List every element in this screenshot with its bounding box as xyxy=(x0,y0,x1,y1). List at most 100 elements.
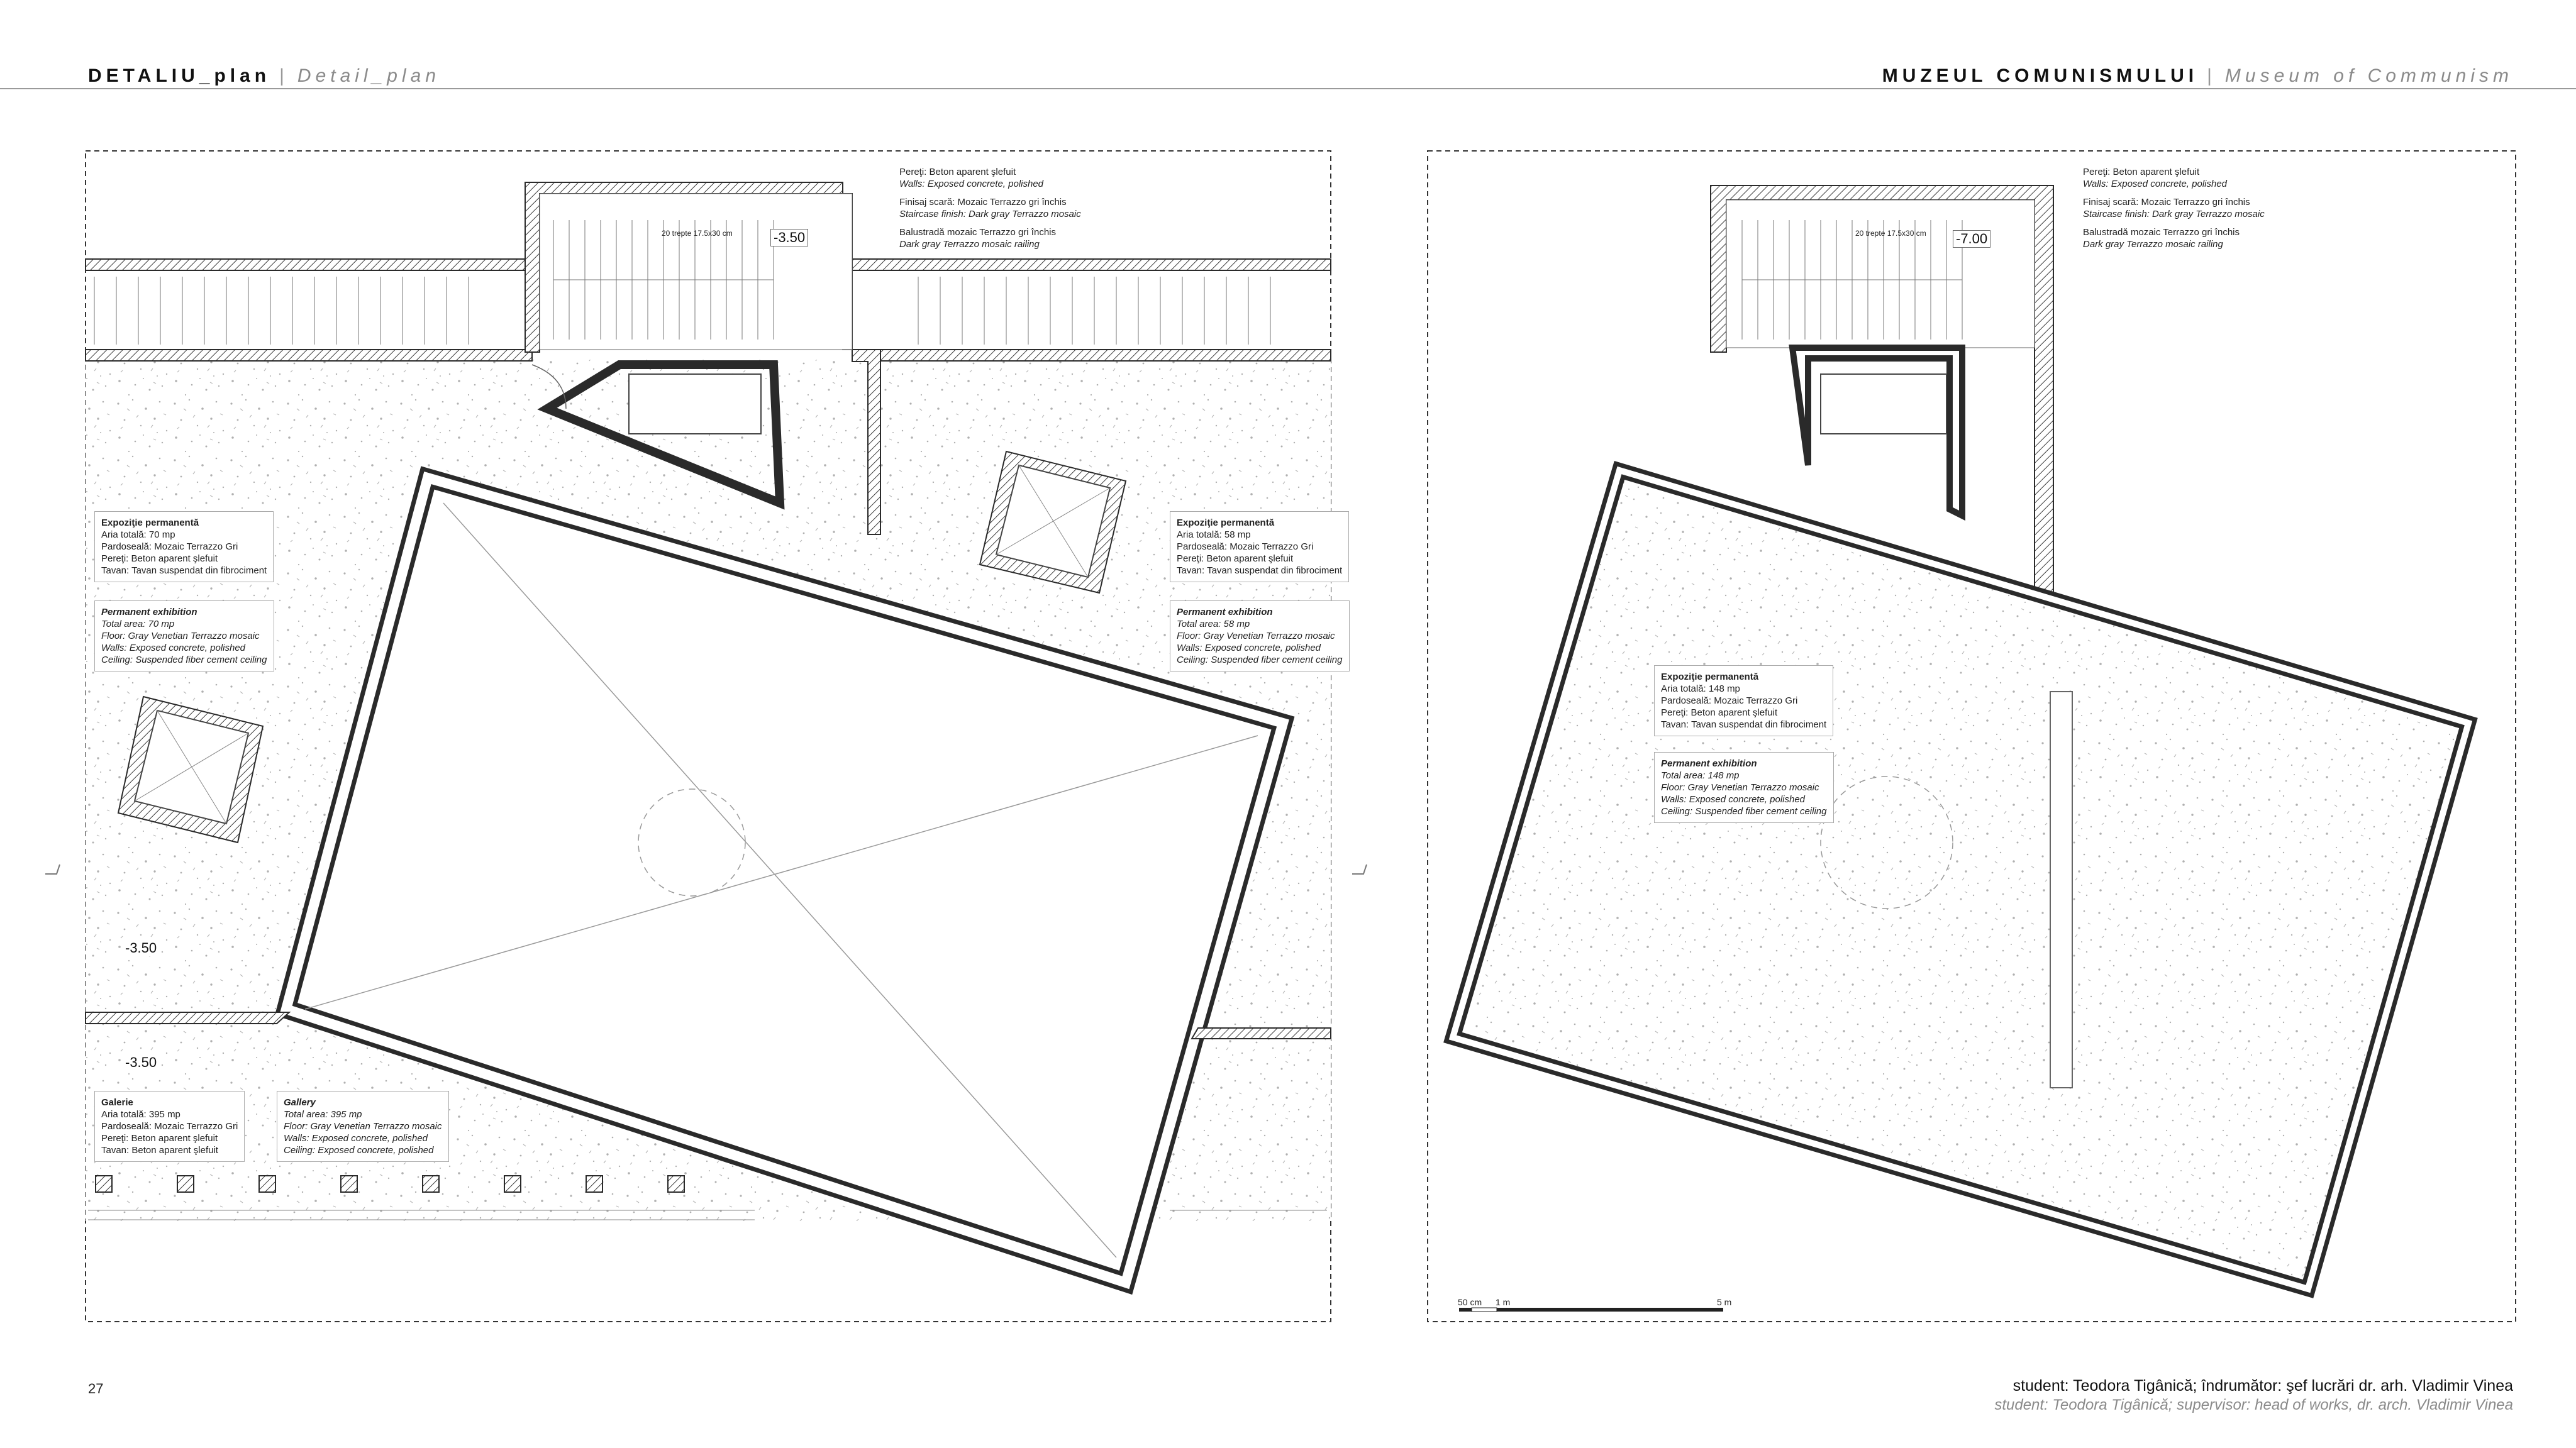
room-walls-en: Walls: Exposed concrete, polished xyxy=(101,643,246,653)
room-card-gallery-en: Gallery Total area: 395 mp Floor: Gray V… xyxy=(277,1091,449,1162)
left-finish-notes: Pereţi: Beton aparent şlefuit Walls: Exp… xyxy=(899,166,1081,250)
room-title-en: Permanent exhibition xyxy=(1661,758,1757,769)
drawing-title: DETALIU_plan xyxy=(88,65,271,86)
room-title-en: Permanent exhibition xyxy=(101,607,197,617)
elevator-shaft-right xyxy=(979,450,1127,594)
room-floor-en: Floor: Gray Venetian Terrazzo mosaic xyxy=(1661,782,1819,793)
note-stair-ro: Finisaj scară: Mozaic Terrazzo gri închi… xyxy=(899,197,1067,207)
gallery-lower-wall-right xyxy=(1191,1027,1331,1039)
room-card-exhibition-58-en: Permanent exhibition Total area: 58 mp F… xyxy=(1170,600,1350,671)
note-stair-ro: Finisaj scară: Mozaic Terrazzo gri închi… xyxy=(2083,197,2250,207)
note-walls-en: Walls: Exposed concrete, polished xyxy=(899,179,1044,189)
stair-well xyxy=(539,193,853,350)
room-area-ro: Aria totală: 395 mp xyxy=(101,1109,180,1120)
room-card-gallery-ro: Galerie Aria totală: 395 mp Pardoseală: … xyxy=(94,1091,245,1162)
right-service-elevator xyxy=(1820,373,1947,434)
right-level: -7.00 xyxy=(1953,230,1991,248)
note-railing-ro: Balustradă mozaic Terrazzo gri închis xyxy=(2083,227,2240,238)
corridor-wall-left xyxy=(85,349,533,362)
room-floor-en: Floor: Gray Venetian Terrazzo mosaic xyxy=(284,1121,442,1132)
left-plan xyxy=(45,150,1367,1322)
level-gallery: -3.50 xyxy=(123,1054,160,1071)
room-area-en: Total area: 70 mp xyxy=(101,619,175,629)
header-left: DETALIU_plan|Detail_plan xyxy=(88,65,440,87)
project-separator: | xyxy=(2207,65,2216,86)
column-row xyxy=(95,1175,685,1193)
room-ceiling-ro: Tavan: Beton aparent şlefuit xyxy=(101,1145,218,1156)
room-walls-ro: Pereţi: Beton aparent şlefuit xyxy=(1661,707,1778,718)
room-walls-en: Walls: Exposed concrete, polished xyxy=(1661,794,1806,805)
scale-bar xyxy=(1459,1307,1723,1312)
right-finish-notes: Pereţi: Beton aparent şlefuit Walls: Exp… xyxy=(2083,166,2265,250)
room-title-ro: Expoziţie permanentă xyxy=(101,517,199,528)
room-area-ro: Aria totală: 148 mp xyxy=(1661,683,1740,694)
room-floor-ro: Pardoseală: Mozaic Terrazzo Gri xyxy=(101,1121,238,1132)
room-title-en: Permanent exhibition xyxy=(1177,607,1273,617)
note-walls-ro: Pereţi: Beton aparent şlefuit xyxy=(899,167,1016,177)
room-title-ro: Galerie xyxy=(101,1097,133,1108)
gallery-skylight-circle xyxy=(638,788,746,897)
room-ceiling-ro: Tavan: Tavan suspendat din fibrociment xyxy=(101,565,267,576)
room-area-en: Total area: 148 mp xyxy=(1661,770,1740,781)
gallery-diagonal-b xyxy=(304,735,1258,1010)
room-title-ro: Expoziţie permanentă xyxy=(1661,671,1759,682)
section-mark-left xyxy=(45,864,60,875)
room-area-en: Total area: 58 mp xyxy=(1177,619,1250,629)
page-number: 27 xyxy=(88,1381,104,1396)
scale-label-50cm: 50 cm xyxy=(1458,1297,1482,1307)
credits: student: Teodora Tigânică; îndrumător: ş… xyxy=(1994,1377,2513,1414)
level-floor: -3.50 xyxy=(123,940,160,956)
note-railing-ro: Balustradă mozaic Terrazzo gri închis xyxy=(899,227,1056,238)
title-separator: | xyxy=(279,65,289,86)
right-stair-label: 20 trepte 17.5x30 cm xyxy=(1855,229,1926,238)
credit-en: student: Teodora Tigânică; supervisor: h… xyxy=(1994,1396,2513,1413)
room-floor-ro: Pardoseală: Mozaic Terrazzo Gri xyxy=(1177,541,1314,552)
room-title-en: Gallery xyxy=(284,1097,316,1108)
service-core-wall xyxy=(537,360,785,510)
right-plan-frame xyxy=(1427,150,2516,1322)
door-swing xyxy=(531,364,567,409)
right-service-core-wall xyxy=(1789,345,1965,521)
section-mark-right xyxy=(1352,864,1367,875)
room-floor-ro: Pardoseală: Mozaic Terrazzo Gri xyxy=(1661,695,1798,706)
room-card-exhibition-148-en: Permanent exhibition Total area: 148 mp … xyxy=(1654,752,1834,823)
scale-label-1m: 1 m xyxy=(1496,1297,1511,1307)
scale-label-5m: 5 m xyxy=(1717,1297,1732,1307)
left-stair-label: 20 trepte 17.5x30 cm xyxy=(662,229,733,238)
room-ceiling-en: Ceiling: Suspended fiber cement ceiling xyxy=(101,655,267,665)
gallery-wall-inner-line xyxy=(280,472,1289,1290)
room-ceiling-ro: Tavan: Tavan suspendat din fibrociment xyxy=(1177,565,1343,576)
room-ceiling-ro: Tavan: Tavan suspendat din fibrociment xyxy=(1661,719,1827,730)
room-floor-en: Floor: Gray Venetian Terrazzo mosaic xyxy=(101,631,260,641)
note-stair-en: Staircase finish: Dark gray Terrazzo mos… xyxy=(2083,209,2265,219)
room-walls-ro: Pereţi: Beton aparent şlefuit xyxy=(101,1133,218,1144)
room-floor-ro: Pardoseală: Mozaic Terrazzo Gri xyxy=(101,541,238,552)
room-card-exhibition-70: Expoziţie permanentă Aria totală: 70 mp … xyxy=(94,511,274,582)
room-floor-en: Floor: Gray Venetian Terrazzo mosaic xyxy=(1177,631,1335,641)
note-railing-en: Dark gray Terrazzo mosaic railing xyxy=(2083,239,2223,250)
room-card-exhibition-70-en: Permanent exhibition Total area: 70 mp F… xyxy=(94,600,274,671)
note-walls-ro: Pereţi: Beton aparent şlefuit xyxy=(2083,167,2200,177)
right-plan xyxy=(1427,150,2516,1322)
level-stair: -3.50 xyxy=(770,229,809,246)
right-stair-well xyxy=(1726,199,2035,348)
project-subtitle: Museum of Communism xyxy=(2224,65,2513,86)
right-skylight-circle xyxy=(1820,776,1953,909)
dimension-lines-bottom xyxy=(88,1210,1327,1220)
room-card-exhibition-148: Expoziţie permanentă Aria totală: 148 mp… xyxy=(1654,665,1834,736)
room-walls-ro: Pereţi: Beton aparent şlefuit xyxy=(1177,553,1294,564)
project-title: MUZEUL COMUNISMULUI xyxy=(1882,65,2199,86)
note-stair-en: Staircase finish: Dark gray Terrazzo mos… xyxy=(899,209,1081,219)
gallery-lower-wall-left xyxy=(85,1012,291,1024)
room-walls-en: Walls: Exposed concrete, polished xyxy=(284,1133,428,1144)
room-ceiling-en: Ceiling: Exposed concrete, polished xyxy=(284,1145,434,1156)
room-walls-ro: Pereţi: Beton aparent şlefuit xyxy=(101,553,218,564)
room-ceiling-en: Ceiling: Suspended fiber cement ceiling xyxy=(1661,806,1827,817)
note-walls-en: Walls: Exposed concrete, polished xyxy=(2083,179,2228,189)
room-area-ro: Aria totală: 70 mp xyxy=(101,529,175,540)
room-area-en: Total area: 395 mp xyxy=(284,1109,362,1120)
display-partition xyxy=(2050,691,2073,1088)
elevator-shaft-left xyxy=(117,695,264,844)
gallery-diagonal-a xyxy=(443,502,1117,1258)
corridor-wall-right xyxy=(880,349,1331,362)
